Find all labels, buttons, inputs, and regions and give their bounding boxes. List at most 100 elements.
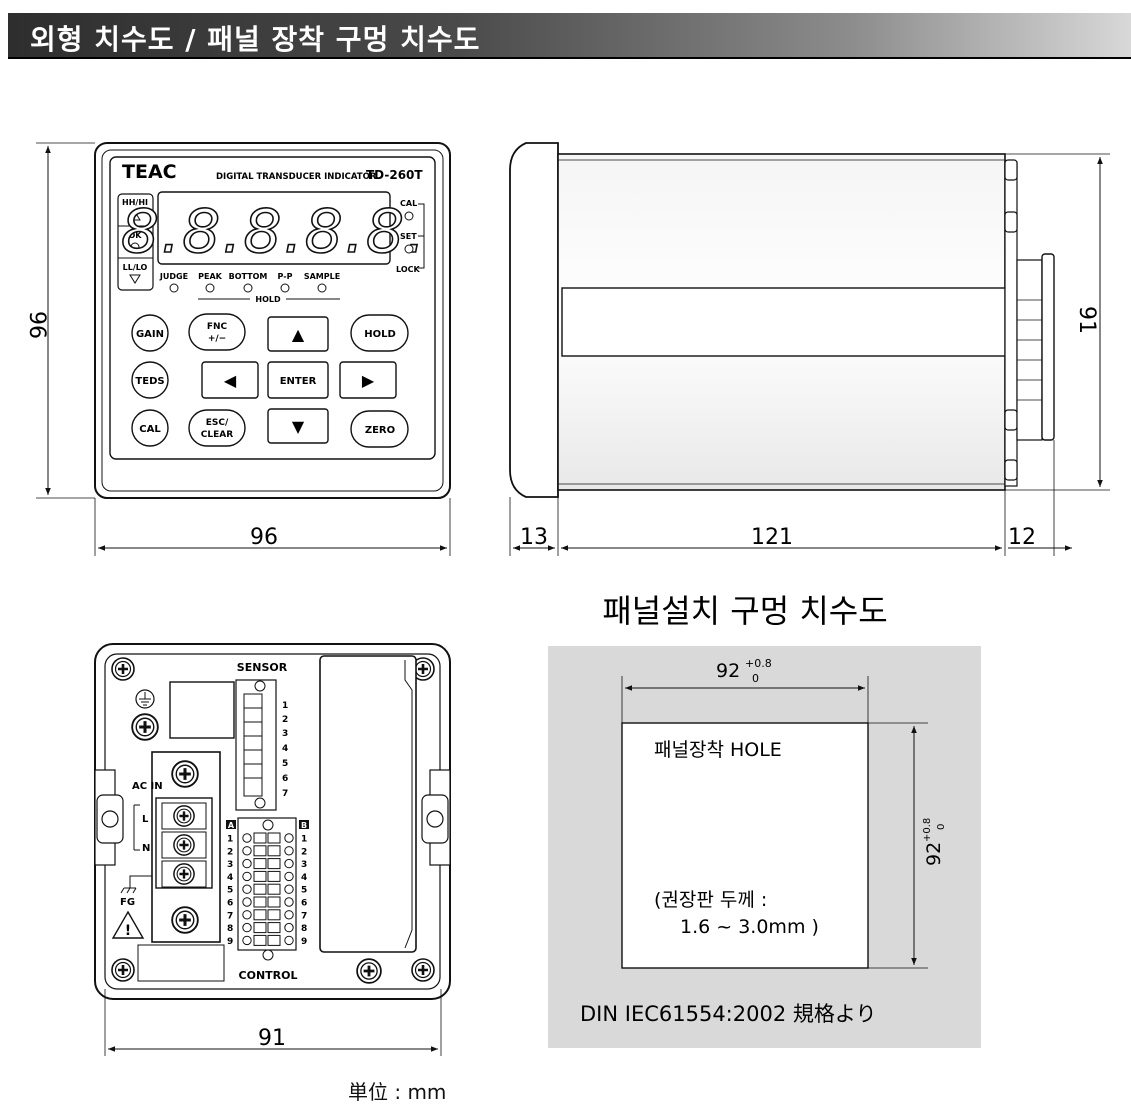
control-terminal-a-8: 8 xyxy=(227,924,233,934)
cutout-height-value: 92 xyxy=(923,842,945,866)
thickness-line1: (권장판 두께 : xyxy=(654,889,767,911)
front-view: TEAC DIGITAL TRANSDUCER INDICATOR TD-260… xyxy=(24,142,451,556)
svg-text:TEDS: TEDS xyxy=(135,376,164,387)
control-terminal-b-4: 4 xyxy=(301,873,307,883)
up-triangle-icon xyxy=(129,211,141,221)
control-terminal-a-7: 7 xyxy=(227,911,233,921)
model-description: DIGITAL TRANSDUCER INDICATOR xyxy=(216,172,377,182)
control-terminal-a-5: 5 xyxy=(227,886,233,896)
indicator-ok: OK xyxy=(129,231,143,240)
teds-button[interactable]: TEDS xyxy=(131,361,169,399)
svg-text:FNC: FNC xyxy=(207,322,228,332)
screw-icon xyxy=(173,805,195,827)
svg-text:!: ! xyxy=(125,923,131,939)
up-arrow-icon: ▲ xyxy=(292,325,305,344)
hold-button[interactable]: HOLD xyxy=(350,314,409,352)
control-terminal-a-3: 3 xyxy=(227,860,233,870)
status-bottom: BOTTOM xyxy=(229,272,268,281)
led-set xyxy=(404,244,414,254)
cutout-height-tol-upper: +0.8 xyxy=(922,818,933,842)
control-terminal-b-9: 9 xyxy=(301,937,307,947)
front-width-value: 96 xyxy=(250,525,278,550)
control-terminal-a-9: 9 xyxy=(227,937,233,947)
control-terminal-a-1: 1 xyxy=(227,835,233,845)
control-terminal-a-4: 4 xyxy=(227,873,233,883)
screw-icon xyxy=(356,958,382,984)
sensor-label: SENSOR xyxy=(237,661,288,674)
control-terminal-a-2: 2 xyxy=(227,847,233,857)
control-label: CONTROL xyxy=(239,969,298,982)
svg-text:ZERO: ZERO xyxy=(365,425,395,436)
svg-text:6: 6 xyxy=(282,774,288,784)
svg-text:4: 4 xyxy=(282,744,288,754)
screw-icon xyxy=(171,760,199,788)
control-terminal-b-7: 7 xyxy=(301,911,307,921)
svg-text:ESC/: ESC/ xyxy=(206,418,229,428)
indicator-lock: LOCK xyxy=(396,265,420,274)
l-label: L xyxy=(142,814,149,825)
model-name: TD-260T xyxy=(366,168,423,182)
fg-label: FG xyxy=(120,897,135,908)
screw-icon xyxy=(111,657,135,681)
status-sample: SAMPLE xyxy=(304,272,340,281)
ac-in-label: AC IN xyxy=(132,781,163,792)
cutout-width-value: 92 xyxy=(716,660,740,682)
din-standard: DIN IEC61554:2002 規格より xyxy=(580,1002,876,1026)
status-p-p: P-P xyxy=(278,272,293,281)
hole-label: 패널장착 HOLE xyxy=(654,739,782,761)
down-button[interactable]: ▼ xyxy=(267,408,329,444)
svg-text:1: 1 xyxy=(282,701,288,711)
unit-label: 単位 : mm xyxy=(348,1080,447,1104)
led-ok xyxy=(130,242,140,252)
enter-button[interactable]: ENTER xyxy=(267,361,329,399)
display-digits: 8.8.8.8.8. xyxy=(121,197,427,267)
side-body-value: 121 xyxy=(751,525,793,550)
warning-icon xyxy=(111,910,145,939)
fnc-button[interactable]: FNC +/− xyxy=(188,313,246,351)
gain-button[interactable]: GAIN xyxy=(131,314,169,352)
screw-icon xyxy=(111,958,135,982)
svg-text:7: 7 xyxy=(282,789,288,799)
indicator-hh-hi: HH/HI xyxy=(122,198,148,207)
svg-text:CLEAR: CLEAR xyxy=(201,430,233,440)
side-rear-value: 12 xyxy=(1008,525,1036,550)
screw-icon xyxy=(173,863,195,885)
control-terminal-b-1: 1 xyxy=(301,835,307,845)
up-button[interactable]: ▲ xyxy=(267,316,329,352)
control-terminal-b-3: 3 xyxy=(301,860,307,870)
control-terminal-a-6: 6 xyxy=(227,899,233,909)
down-arrow-icon: ▼ xyxy=(292,417,305,436)
block-a-label: A xyxy=(228,821,235,830)
screw-icon xyxy=(131,713,159,741)
left-button[interactable]: ◀ xyxy=(201,361,259,399)
control-terminal-b-5: 5 xyxy=(301,886,307,896)
brand-logo: TEAC xyxy=(122,161,177,183)
screw-icon xyxy=(171,906,199,934)
control-terminal-b-6: 6 xyxy=(301,899,307,909)
zero-button[interactable]: ZERO xyxy=(350,410,409,448)
status-peak: PEAK xyxy=(198,272,223,281)
side-view: 91 13 121 12 xyxy=(509,142,1110,556)
svg-text:GAIN: GAIN xyxy=(136,329,164,340)
page-title: 외형 치수도 / 패널 장착 구멍 치수도 xyxy=(30,23,481,56)
svg-text:2: 2 xyxy=(282,715,288,725)
svg-text:3: 3 xyxy=(282,729,288,739)
svg-text:HOLD: HOLD xyxy=(364,329,396,340)
panel-cutout-title: 패널설치 구멍 치수도 xyxy=(602,592,887,630)
right-arrow-icon: ▶ xyxy=(362,371,375,390)
cutout-width-tol-upper: +0.8 xyxy=(745,657,772,670)
esc-clear-button[interactable]: ESC/ CLEAR xyxy=(188,409,246,447)
svg-text:+/−: +/− xyxy=(208,334,226,344)
screw-icon xyxy=(173,834,195,856)
left-arrow-icon: ◀ xyxy=(224,371,237,390)
cal-button[interactable]: CAL xyxy=(131,409,169,447)
right-button[interactable]: ▶ xyxy=(339,361,397,399)
cutout-height-tol-lower: 0 xyxy=(936,824,947,830)
control-terminal-b-2: 2 xyxy=(301,847,307,857)
block-b-label: B xyxy=(301,821,307,830)
seven-segment-display xyxy=(157,191,391,265)
svg-text:CAL: CAL xyxy=(139,424,161,435)
hold-group-label: HOLD xyxy=(255,295,281,304)
header-bar xyxy=(8,13,1131,59)
